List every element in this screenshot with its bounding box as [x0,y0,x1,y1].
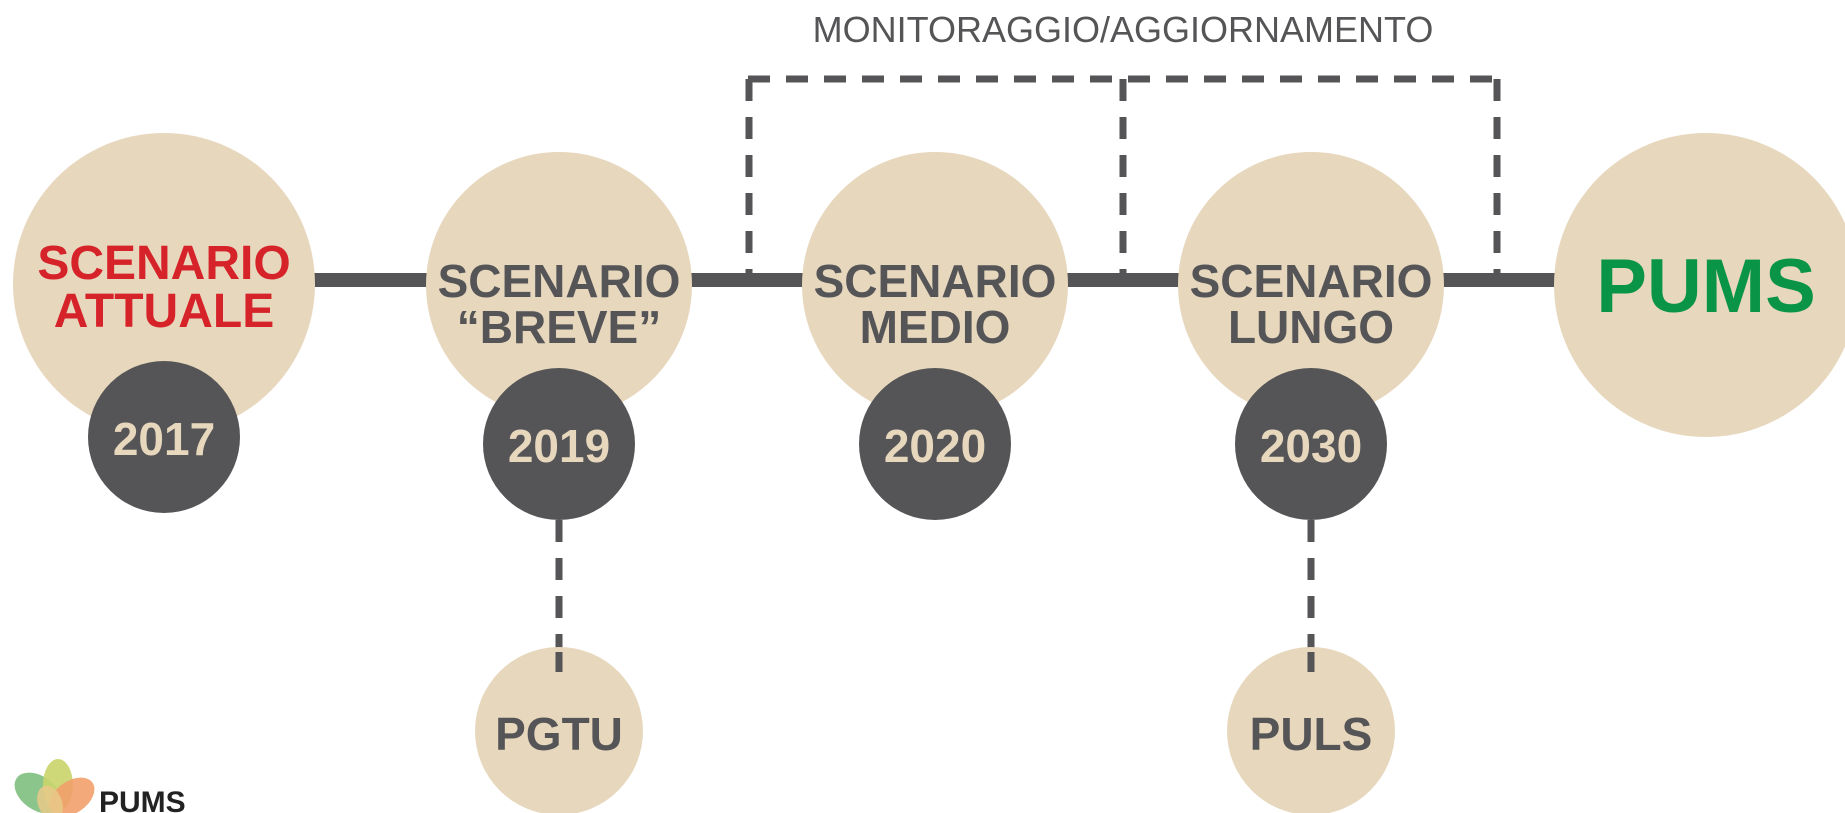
sub-plan-circle [475,647,643,813]
monitoring-label: MONITORAGGIO/AGGIORNAMENTO [813,9,1434,50]
scenario-label-line2: “BREVE” [457,301,661,353]
scenario-circle [426,152,692,418]
sub-plan-label: PGTU [495,708,623,760]
year-label: 2019 [508,420,610,472]
scenario-circle [13,133,315,435]
scenario-label-line2: ATTUALE [54,285,274,338]
year-circle [1235,368,1387,520]
scenario-circle [1178,152,1444,418]
scenario-node-attuale: SCENARIO ATTUALE 2017 [13,133,315,513]
year-circle [483,368,635,520]
final-node-pums: PUMS [1554,133,1845,437]
sub-plan-circle [1227,647,1395,813]
year-label: 2020 [884,420,986,472]
year-circle [88,361,240,513]
sub-plan-label: PULS [1250,708,1373,760]
scenario-node-lungo: SCENARIO LUNGO 2030 [1178,152,1444,520]
scenario-node-medio: SCENARIO MEDIO 2020 [802,152,1068,520]
scenario-node-breve: SCENARIO “BREVE” 2019 [426,152,692,520]
sub-plan-puls: PULS [1227,647,1395,813]
scenario-label-line1: SCENARIO [1190,255,1433,307]
scenario-label-line1: SCENARIO [37,237,290,290]
scenario-circle [802,152,1068,418]
year-label: 2030 [1260,420,1362,472]
pums-logo: PUMS [14,759,186,813]
final-circle [1554,133,1845,437]
logo-text: PUMS [99,786,186,813]
scenario-label-line2: LUNGO [1228,301,1394,353]
sub-plan-pgtu: PGTU [475,647,643,813]
year-label: 2017 [113,413,215,465]
year-circle [859,368,1011,520]
leaf-logo-icon [14,759,95,813]
scenario-label-line1: SCENARIO [438,255,681,307]
scenario-label-line1: SCENARIO [814,255,1057,307]
scenario-label-line2: MEDIO [860,301,1011,353]
monitoring-bracket [745,75,1501,283]
final-label: PUMS [1596,244,1816,329]
